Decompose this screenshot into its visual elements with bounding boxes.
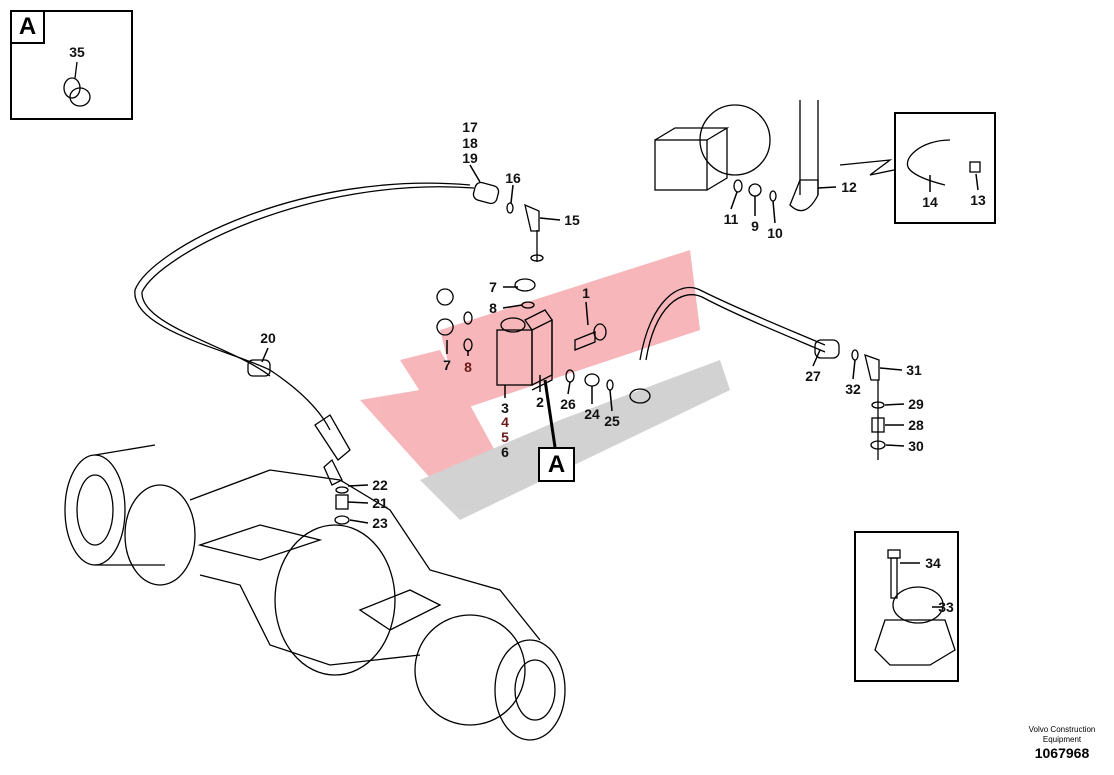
detail-box-hose bbox=[894, 112, 996, 224]
callout-box-a: A bbox=[538, 447, 575, 482]
callout: 7 bbox=[443, 357, 451, 373]
callout: 8 bbox=[489, 300, 497, 316]
callout: 8 bbox=[464, 359, 472, 375]
callout: 26 bbox=[560, 396, 576, 412]
callout: 18 bbox=[462, 135, 478, 151]
callout: 24 bbox=[584, 406, 600, 422]
callout: 31 bbox=[906, 362, 922, 378]
callout: 15 bbox=[564, 212, 580, 228]
callout: 20 bbox=[260, 330, 276, 346]
callout: 11 bbox=[723, 211, 739, 227]
callout: 23 bbox=[372, 515, 388, 531]
callout: 33 bbox=[938, 599, 954, 615]
detail-box-mount bbox=[854, 531, 959, 682]
callout: 32 bbox=[845, 381, 861, 397]
callout: 16 bbox=[505, 170, 521, 186]
hose-line bbox=[134, 182, 471, 431]
callout: 28 bbox=[908, 417, 924, 433]
callout: 13 bbox=[970, 192, 986, 208]
callout: 4 bbox=[501, 414, 509, 430]
callout: 22 bbox=[372, 477, 388, 493]
callout: 25 bbox=[604, 413, 620, 429]
drawing-number: 1067968 bbox=[1034, 745, 1090, 761]
callout: 3 bbox=[501, 400, 509, 416]
hose-line-right bbox=[639, 286, 826, 361]
callout: 30 bbox=[908, 438, 924, 454]
callout: 2 bbox=[536, 394, 544, 410]
callout: 27 bbox=[805, 368, 821, 384]
callout: 5 bbox=[501, 429, 509, 445]
callout: 14 bbox=[922, 194, 938, 210]
callout: 1 bbox=[582, 285, 590, 301]
axle-housing bbox=[64, 444, 566, 741]
callout: 12 bbox=[841, 179, 857, 195]
callout-35: 35 bbox=[69, 44, 85, 60]
callout: 29 bbox=[908, 396, 924, 412]
callout: 17 bbox=[462, 119, 478, 135]
callout: 34 bbox=[925, 555, 941, 571]
detail-view-label: A bbox=[10, 10, 45, 44]
company-name: Volvo Construction Equipment bbox=[1028, 725, 1096, 744]
callout: 7 bbox=[489, 279, 497, 295]
detail-view-a bbox=[10, 10, 133, 120]
callout: 21 bbox=[372, 495, 388, 511]
watermark bbox=[360, 250, 730, 520]
callout: 10 bbox=[767, 225, 783, 241]
callout: 19 bbox=[462, 150, 478, 166]
callout: 6 bbox=[501, 444, 509, 460]
callout: 9 bbox=[751, 218, 759, 234]
